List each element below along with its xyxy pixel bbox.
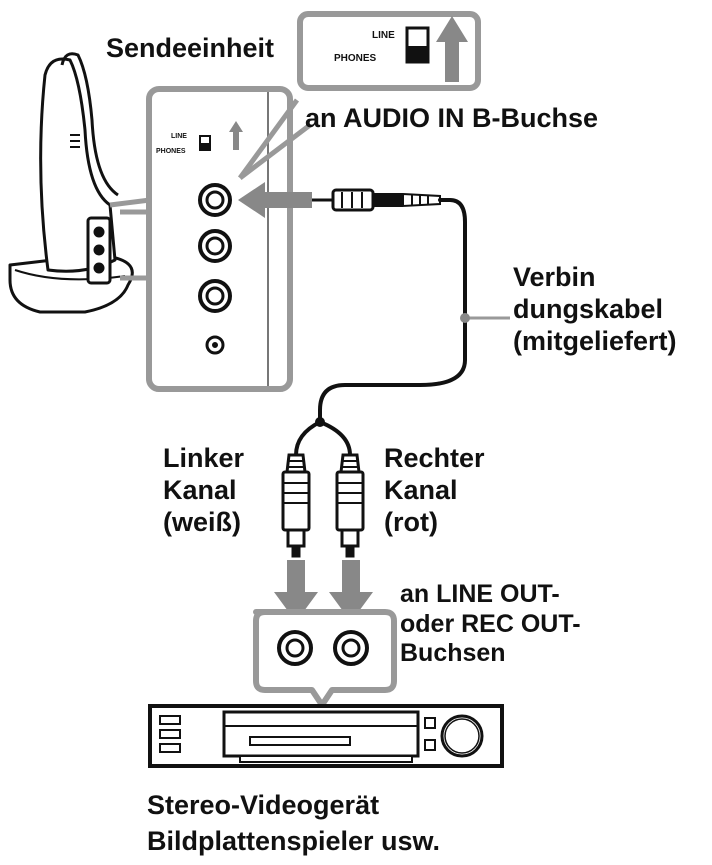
transmitter-unit-illustration	[8, 52, 134, 314]
transmitter-label: Sendeeinheit	[106, 33, 275, 63]
right-channel-label: Rechter Kanal (rot)	[384, 443, 485, 537]
panel-switch-arrow	[229, 121, 243, 150]
rca-plug-left	[281, 453, 311, 558]
down-arrow-right	[329, 560, 373, 622]
callout-switch-phones-label: PHONES	[334, 53, 377, 64]
device-label: Stereo-Videogerät Bildplattenspieler usw…	[147, 790, 441, 857]
panel-switch-phones-label: PHONES	[156, 148, 186, 155]
zoom-callout-lines	[109, 197, 151, 281]
stereo-video-device	[148, 704, 504, 768]
down-arrow-left	[274, 560, 318, 622]
output-jacks-callout	[253, 609, 397, 708]
panel-switch-line-label: LINE	[171, 133, 187, 140]
rca-plug-right	[335, 453, 365, 558]
callout-switch-line-label: LINE	[372, 30, 395, 41]
switch-callout	[229, 11, 481, 180]
panel-jacks	[198, 183, 232, 355]
audio-in-label: an AUDIO IN B-Buchse	[305, 103, 599, 133]
stereo-mini-plug	[312, 188, 441, 212]
left-channel-label: Linker Kanal (weiß)	[163, 443, 245, 537]
cable-split-point	[315, 417, 325, 427]
switch-slide-arrow	[436, 16, 468, 82]
connecting-cable	[294, 198, 467, 457]
line-out-label: an LINE OUT- oder REC OUT- Buchsen	[400, 580, 581, 667]
cable-label: Verbin dungskabel (mitgeliefert)	[513, 262, 677, 356]
insert-arrow	[238, 182, 312, 218]
